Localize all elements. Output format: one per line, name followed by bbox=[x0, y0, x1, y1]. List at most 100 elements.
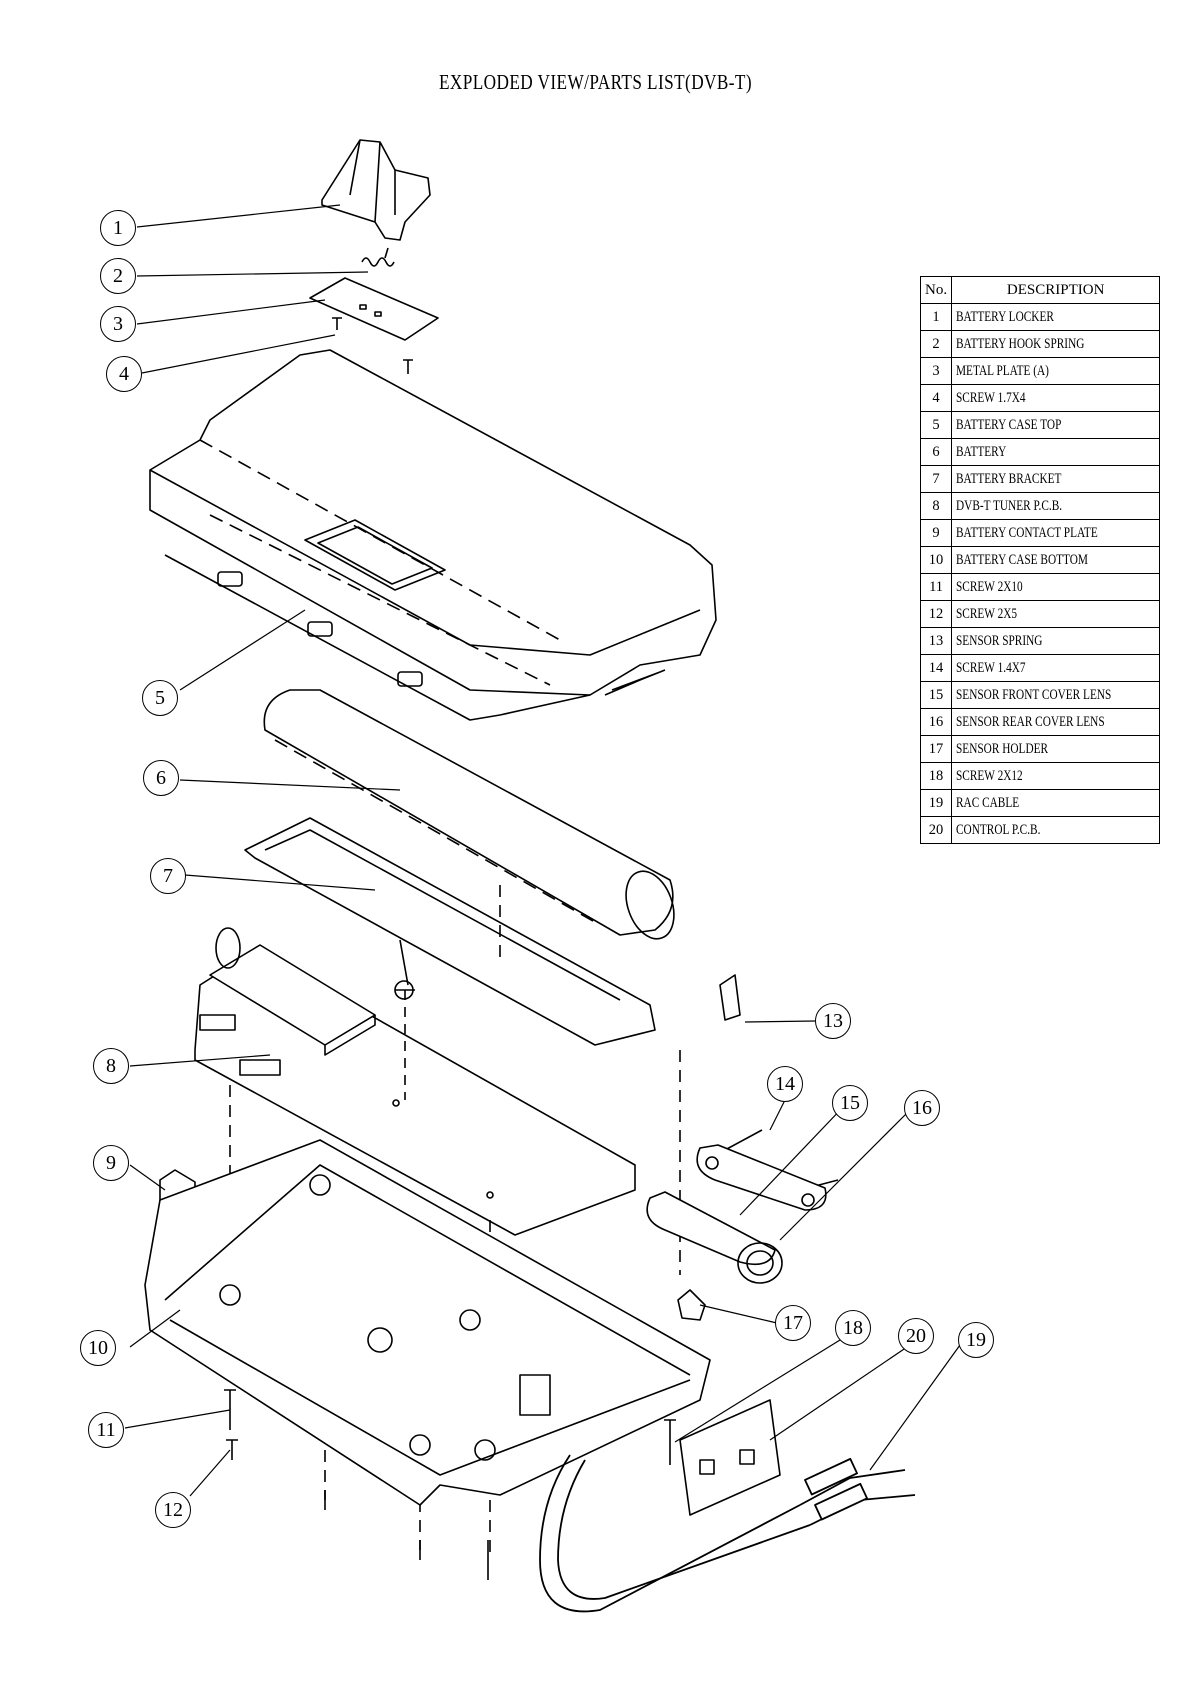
part-description: BATTERY CASE BOTTOM bbox=[956, 551, 1089, 568]
part-description-cell: CONTROL P.C.B. bbox=[951, 816, 1161, 844]
rac-cable-part bbox=[539, 1454, 916, 1613]
part-number: 5 bbox=[919, 411, 953, 439]
part-description: SENSOR HOLDER bbox=[956, 740, 1049, 757]
callout-17: 17 bbox=[775, 1305, 811, 1341]
part-number: 7 bbox=[919, 465, 953, 493]
callout-13: 13 bbox=[815, 1003, 851, 1039]
part-number: 11 bbox=[919, 573, 953, 601]
part-number: 6 bbox=[919, 438, 953, 466]
part-description-cell: SCREW 1.7X4 bbox=[951, 384, 1161, 412]
leader-lines bbox=[124, 204, 961, 1497]
part-number: 4 bbox=[919, 384, 953, 412]
part-description: BATTERY LOCKER bbox=[956, 308, 1055, 325]
part-description-cell: BATTERY bbox=[951, 438, 1161, 466]
callout-2: 2 bbox=[100, 258, 136, 294]
part-description: SCREW 2X10 bbox=[956, 578, 1023, 595]
parts-table-header: No. DESCRIPTION bbox=[919, 276, 1161, 304]
part-description: BATTERY bbox=[956, 443, 1007, 460]
control-pcb-part bbox=[679, 1399, 781, 1516]
part-description: BATTERY HOOK SPRING bbox=[956, 335, 1085, 352]
callout-4: 4 bbox=[106, 356, 142, 392]
callout-1: 1 bbox=[100, 210, 136, 246]
part-description-cell: RAC CABLE bbox=[951, 789, 1161, 817]
part-number: 3 bbox=[919, 357, 953, 385]
callout-8: 8 bbox=[93, 1048, 129, 1084]
battery-locker-part bbox=[321, 139, 431, 241]
part-description: CONTROL P.C.B. bbox=[956, 821, 1041, 838]
callout-15: 15 bbox=[832, 1085, 868, 1121]
part-number: 15 bbox=[919, 681, 953, 709]
callout-20: 20 bbox=[898, 1318, 934, 1354]
part-description-cell: SENSOR HOLDER bbox=[951, 735, 1161, 763]
part-number: 9 bbox=[919, 519, 953, 547]
part-description-cell: SENSOR FRONT COVER LENS bbox=[951, 681, 1161, 709]
battery-part bbox=[263, 689, 675, 940]
sensor-lens-parts bbox=[646, 1144, 827, 1284]
part-description-cell: SCREW 2X10 bbox=[951, 573, 1161, 601]
callout-14: 14 bbox=[767, 1066, 803, 1102]
diagram-title: EXPLODED VIEW/PARTS LIST(DVB-T) bbox=[438, 70, 753, 94]
part-number: 1 bbox=[919, 303, 953, 331]
part-description-cell: BATTERY CONTACT PLATE bbox=[951, 519, 1161, 547]
part-description-cell: SCREW 2X12 bbox=[951, 762, 1161, 790]
part-description: BATTERY CONTACT PLATE bbox=[956, 524, 1098, 541]
part-number: 14 bbox=[919, 654, 953, 682]
part-number: 17 bbox=[919, 735, 953, 763]
part-description-cell: SCREW 1.4X7 bbox=[951, 654, 1161, 682]
part-description-cell: METAL PLATE (A) bbox=[951, 357, 1161, 385]
part-description-cell: BATTERY LOCKER bbox=[951, 303, 1161, 331]
callout-7: 7 bbox=[150, 858, 186, 894]
sensor-holder-part bbox=[677, 1289, 706, 1321]
part-description: SCREW 1.7X4 bbox=[956, 389, 1026, 406]
tuner-pcb-part bbox=[194, 927, 636, 1236]
callout-9: 9 bbox=[93, 1145, 129, 1181]
screw-4-part bbox=[332, 317, 413, 374]
part-description: RAC CABLE bbox=[956, 794, 1020, 811]
part-description: DVB-T TUNER P.C.B. bbox=[956, 497, 1063, 514]
part-description: SCREW 2X12 bbox=[956, 767, 1023, 784]
part-description: SENSOR SPRING bbox=[956, 632, 1043, 649]
part-number: 20 bbox=[919, 816, 953, 844]
callout-5: 5 bbox=[142, 680, 178, 716]
part-number: 19 bbox=[919, 789, 953, 817]
part-description-cell: DVB-T TUNER P.C.B. bbox=[951, 492, 1161, 520]
metal-plate-part bbox=[309, 277, 439, 341]
part-description-cell: BATTERY CASE BOTTOM bbox=[951, 546, 1161, 574]
part-description: BATTERY CASE TOP bbox=[956, 416, 1062, 433]
callout-6: 6 bbox=[143, 760, 179, 796]
part-description: SENSOR FRONT COVER LENS bbox=[956, 686, 1112, 703]
callout-18: 18 bbox=[835, 1310, 871, 1346]
callout-12: 12 bbox=[155, 1492, 191, 1528]
part-number: 12 bbox=[919, 600, 953, 628]
part-description-cell: BATTERY CASE TOP bbox=[951, 411, 1161, 439]
callout-16: 16 bbox=[904, 1090, 940, 1126]
part-number: 18 bbox=[919, 762, 953, 790]
part-number: 2 bbox=[919, 330, 953, 358]
callout-19: 19 bbox=[958, 1322, 994, 1358]
part-description: SCREW 1.4X7 bbox=[956, 659, 1026, 676]
part-number: 13 bbox=[919, 627, 953, 655]
part-description: SENSOR REAR COVER LENS bbox=[956, 713, 1105, 730]
part-number: 16 bbox=[919, 708, 953, 736]
header-description: DESCRIPTION bbox=[951, 276, 1161, 304]
